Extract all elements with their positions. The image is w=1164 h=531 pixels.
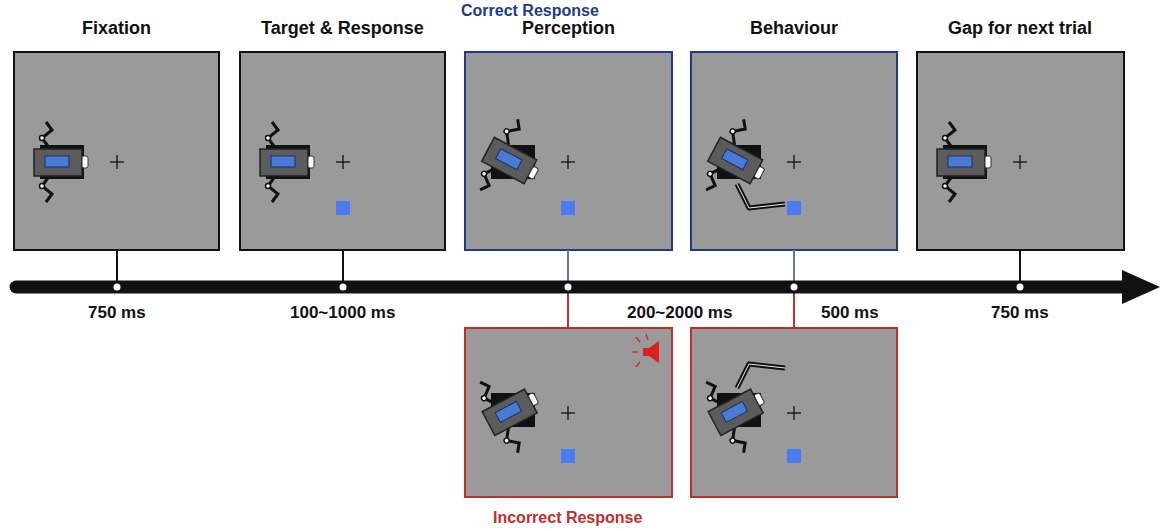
duration-label: 750 ms [991,303,1049,323]
incorrect-response-label: Incorrect Response [493,509,642,527]
panel-heading: Behaviour [750,18,838,39]
correct-response-label: Correct Response [461,2,599,20]
target-panel: Target & Response [240,52,445,250]
gap-panel: Gap for next trial [917,52,1124,250]
duration-label: 750 ms [88,303,146,323]
duration-label: 200~2000 ms [627,303,732,323]
behaviour-panel: Behaviour [691,52,897,250]
panel-heading: Target & Response [261,18,424,39]
duration-label: 100~1000 ms [290,303,395,323]
panel-heading: Fixation [82,18,151,39]
perception-panel: Perception [465,52,672,250]
panel-heading: Perception [522,18,615,39]
fixation-panel: Fixation [14,52,219,250]
panel-heading: Gap for next trial [948,18,1092,39]
duration-label: 500 ms [821,303,879,323]
